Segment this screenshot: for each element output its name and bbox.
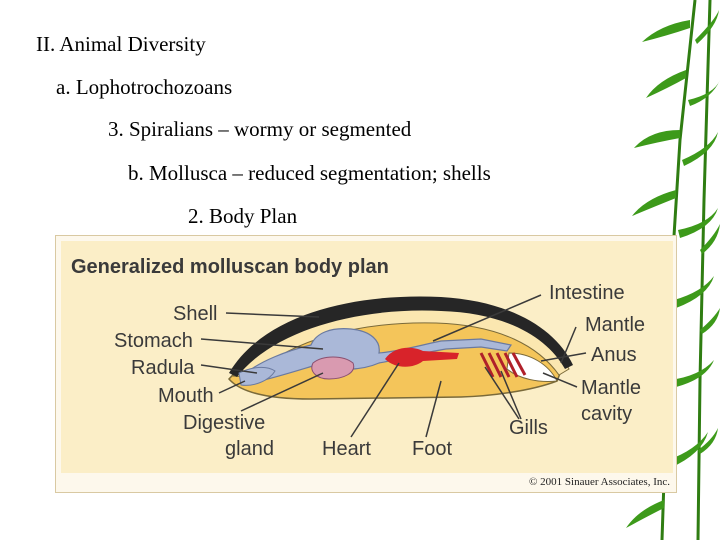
outline-item-body-plan: 2. Body Plan [188, 204, 298, 228]
gills-shape [479, 352, 527, 378]
label-gland: gland [225, 438, 274, 460]
mollusc-body-plan-figure: Generalized molluscan body plan [55, 235, 677, 493]
copyright-notice: © 2001 Sinauer Associates, Inc. [529, 476, 670, 488]
label-heart: Heart [322, 438, 371, 460]
label-mantle-cavity-1: Mantle [581, 377, 641, 399]
label-intestine: Intestine [549, 282, 625, 304]
label-stomach: Stomach [114, 330, 193, 352]
label-shell: Shell [173, 303, 217, 325]
label-mantle: Mantle [585, 314, 645, 336]
outline-item-spiralians: 3. Spiralians – wormy or segmented [108, 117, 412, 141]
outline-item-lophotrochozoans: a. Lophotrochozoans [56, 75, 233, 99]
label-gills: Gills [509, 417, 548, 439]
label-foot: Foot [412, 438, 452, 460]
leader-lines [200, 294, 587, 438]
label-anus: Anus [591, 344, 637, 366]
label-radula: Radula [131, 357, 195, 379]
label-mouth: Mouth [158, 385, 214, 407]
outline-heading-animal-diversity: II. Animal Diversity [36, 32, 206, 56]
heart-shape [385, 347, 459, 367]
figure-panel: Generalized molluscan body plan [61, 241, 673, 473]
label-digestive: Digestive [183, 412, 265, 434]
outline-item-mollusca: b. Mollusca – reduced segmentation; shel… [128, 161, 491, 185]
label-mantle-cavity-2: cavity [581, 403, 632, 425]
figure-title: Generalized molluscan body plan [71, 256, 389, 278]
mollusc-diagram: Generalized molluscan body plan [71, 256, 645, 460]
